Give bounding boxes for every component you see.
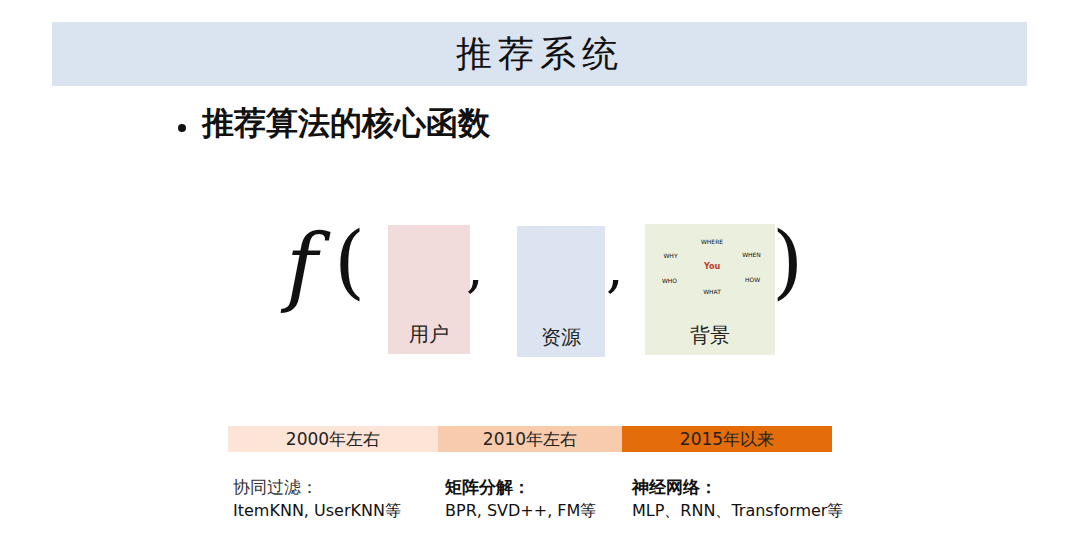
comma: , (466, 236, 484, 298)
node-label: 用户 (409, 321, 449, 348)
node-label: 2010年左右 (483, 428, 577, 451)
node-label: 背景 (690, 322, 730, 349)
mind-map-word: WHO (662, 278, 677, 285)
node-label: 2000年左右 (286, 428, 380, 451)
mind-map-word: WHERE (701, 239, 723, 246)
resource-box: 资源 (517, 226, 605, 357)
title-text: 推荐系统 (456, 30, 624, 79)
mind-map-word: HOW (745, 277, 760, 284)
user-box: 用户 (388, 225, 470, 354)
method-examples: ItemKNN, UserKNN等 (233, 502, 401, 520)
paren: ) (772, 218, 803, 306)
comma: , (606, 236, 624, 298)
mind-map-word: WHAT (703, 289, 721, 296)
mind-map-word: You (704, 263, 720, 272)
bullet-text: 推荐算法的核心函数 (202, 106, 490, 141)
paren: ( (334, 218, 365, 306)
bullet-dot (178, 124, 186, 132)
method-heading: 神经网络： (632, 478, 717, 497)
method-examples: BPR, SVD++, FM等 (445, 502, 596, 520)
timeline-bar: 2010年左右 (438, 426, 622, 452)
method-examples: MLP、RNN、Transformer等 (632, 502, 843, 520)
timeline-bar: 2000年左右 (228, 426, 438, 452)
node-label: 资源 (541, 324, 581, 351)
mind-map-word: WHY (663, 253, 677, 260)
timeline-bar: 2015年以来 (622, 426, 832, 452)
node-label: 2015年以来 (680, 428, 774, 451)
mind-map-word: WHEN (742, 252, 761, 259)
title-band: 推荐系统 (52, 22, 1027, 86)
method-heading: 协同过滤： (233, 478, 318, 497)
method-heading: 矩阵分解： (445, 478, 530, 497)
function-symbol: f (286, 218, 318, 313)
